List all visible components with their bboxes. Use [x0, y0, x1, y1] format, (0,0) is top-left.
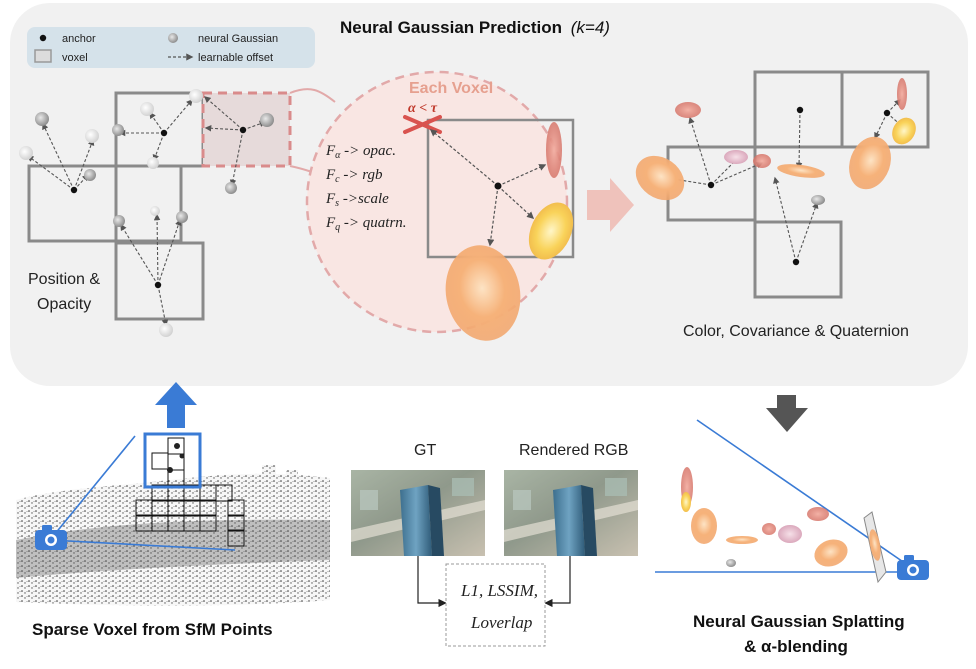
rule-scale-sub: s [335, 198, 339, 209]
right-anchors [707, 106, 891, 266]
legend-voxel-label: voxel [62, 52, 88, 64]
rule-color-text: -> rgb [340, 167, 383, 183]
rule-scale: Fs ->scale [325, 191, 389, 209]
voxel-box [114, 241, 205, 321]
neural-gaussian-yellow [528, 202, 574, 260]
camera-icon [897, 555, 929, 580]
splatting-view [655, 419, 913, 584]
bottom-right-caption-line1: Neural Gaussian Splatting [693, 612, 905, 631]
gt-to-loss-arrow [417, 556, 447, 608]
legend-offset-label: learnable offset [198, 52, 273, 64]
left-voxel-grid [27, 91, 292, 321]
sparse-voxel-grid [135, 437, 245, 547]
legend-neural-gaussian-marker [168, 33, 178, 43]
left-panel-label-line2: Opacity [37, 296, 91, 313]
voxel-detail-anchor [494, 182, 502, 190]
title-main: Neural Gaussian Prediction [340, 18, 562, 37]
left-panel-label-line1: Position & [28, 271, 100, 288]
rendered-label: Rendered RGB [519, 442, 628, 459]
left-offset-arrows [26, 96, 267, 327]
zoom-connector [289, 88, 336, 103]
rule-opacity-sub: α [335, 150, 341, 161]
highlight-voxel-column [143, 432, 202, 489]
gt-image [351, 470, 485, 556]
rule-quaternion: Fq -> quatrn. [325, 215, 407, 233]
bottom-left-caption: Sparse Voxel from SfM Points [32, 620, 273, 639]
rule-opacity-text: -> opac. [340, 143, 396, 159]
bottom-right-caption-line2: & α-blending [744, 637, 848, 656]
rule-opacity: Fα -> opac. [325, 143, 396, 161]
threshold-label: α < τ [408, 101, 438, 116]
title-suffix: (k=4) [571, 18, 610, 37]
legend-voxel-marker [34, 49, 52, 63]
voxel-detail-offsets [429, 129, 547, 247]
rule-scale-text: ->scale [339, 191, 389, 207]
diagram-title: Neural Gaussian Prediction (k=4) [340, 18, 610, 37]
point-cloud-view [16, 432, 330, 606]
left-anchors [70, 126, 247, 289]
neural-gaussian-orange [445, 245, 521, 341]
rule-color-sub: c [335, 174, 340, 185]
rule-quaternion-text: -> quatrn. [340, 215, 406, 231]
flow-arrow-up [155, 382, 197, 428]
legend-anchor-marker [39, 34, 47, 42]
rule-quaternion-sub: q [335, 222, 340, 233]
rendered-rgb-image [504, 470, 638, 556]
attribute-rules: Fα -> opac. Fc -> rgb Fs ->scale Fq -> q… [325, 143, 407, 233]
voxel-detail-title: Each Voxel [409, 80, 493, 97]
flow-arrow-down [766, 395, 808, 432]
legend-anchor-label: anchor [62, 33, 96, 45]
loss-line2: Loverlap [470, 613, 532, 632]
right-panel-label: Color, Covariance & Quaternion [683, 323, 909, 340]
legend-neural-gaussian-label: neural Gaussian [198, 33, 278, 45]
right-neural-gaussians [635, 78, 916, 205]
voxel-box-highlighted [201, 91, 292, 168]
flow-arrow-right [587, 178, 634, 232]
camera-icon [35, 525, 67, 550]
rule-color: Fc -> rgb [325, 167, 383, 185]
voxel-box [753, 220, 843, 299]
loss-box [445, 563, 546, 647]
legend: anchor voxel neural Gaussian learnable o… [27, 27, 315, 68]
gt-label: GT [414, 442, 436, 459]
render-to-loss-arrow [544, 556, 571, 608]
left-neural-gaussians [19, 89, 274, 337]
loss-line1: L1, LSSIM, [460, 581, 538, 600]
voxel-detail-circle: Each Voxel α < τ Fα -> opac. Fc -> rgb F… [305, 70, 575, 341]
neural-gaussian-red [546, 122, 562, 178]
